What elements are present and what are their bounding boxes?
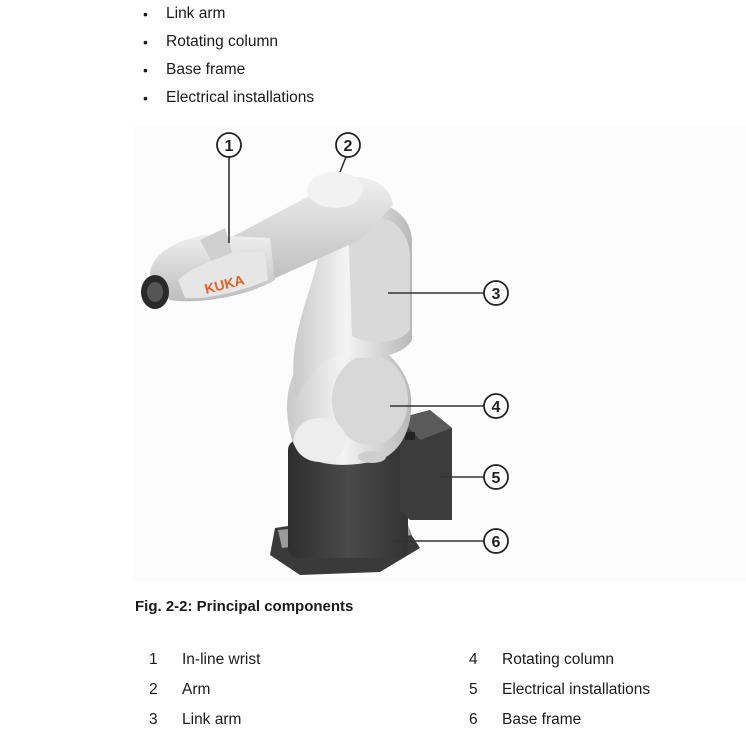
bullet-icon: •	[143, 6, 148, 22]
callout-leaders	[228, 156, 484, 542]
svg-text:5: 5	[492, 470, 501, 487]
electrical-box-shape	[400, 410, 452, 520]
callout-3: 3	[483, 280, 509, 306]
callout-5: 5	[483, 464, 509, 490]
svg-text:2: 2	[344, 138, 353, 155]
robot-illustration: KUKA 1 2 3 4	[141, 132, 509, 575]
bullet-item: •Link arm	[143, 5, 226, 22]
callout-4: 4	[483, 393, 509, 419]
rotating-column-shape	[287, 340, 412, 465]
in-line-wrist-shape: KUKA	[141, 228, 275, 309]
bullet-item: •Base frame	[143, 61, 246, 78]
callout-6: 6	[483, 528, 509, 554]
svg-text:4: 4	[492, 399, 501, 416]
robot-figure: KUKA 1 2 3 4	[133, 126, 746, 581]
svg-text:3: 3	[492, 286, 501, 303]
bullet-icon: •	[143, 34, 148, 50]
component-bullet-list: •Link arm •Rotating column •Base frame •…	[142, 4, 314, 116]
svg-text:6: 6	[492, 534, 501, 551]
callout-1: 1	[216, 132, 242, 158]
callout-2: 2	[335, 132, 361, 158]
bullet-icon: •	[143, 62, 148, 78]
bullet-icon: •	[143, 90, 148, 106]
figure-caption: Fig. 2-2: Principal components	[135, 598, 354, 615]
base-frame-shape	[270, 440, 420, 575]
svg-text:1: 1	[225, 138, 234, 155]
bullet-item: •Rotating column	[143, 33, 279, 50]
bullet-item: •Electrical installations	[143, 89, 315, 106]
